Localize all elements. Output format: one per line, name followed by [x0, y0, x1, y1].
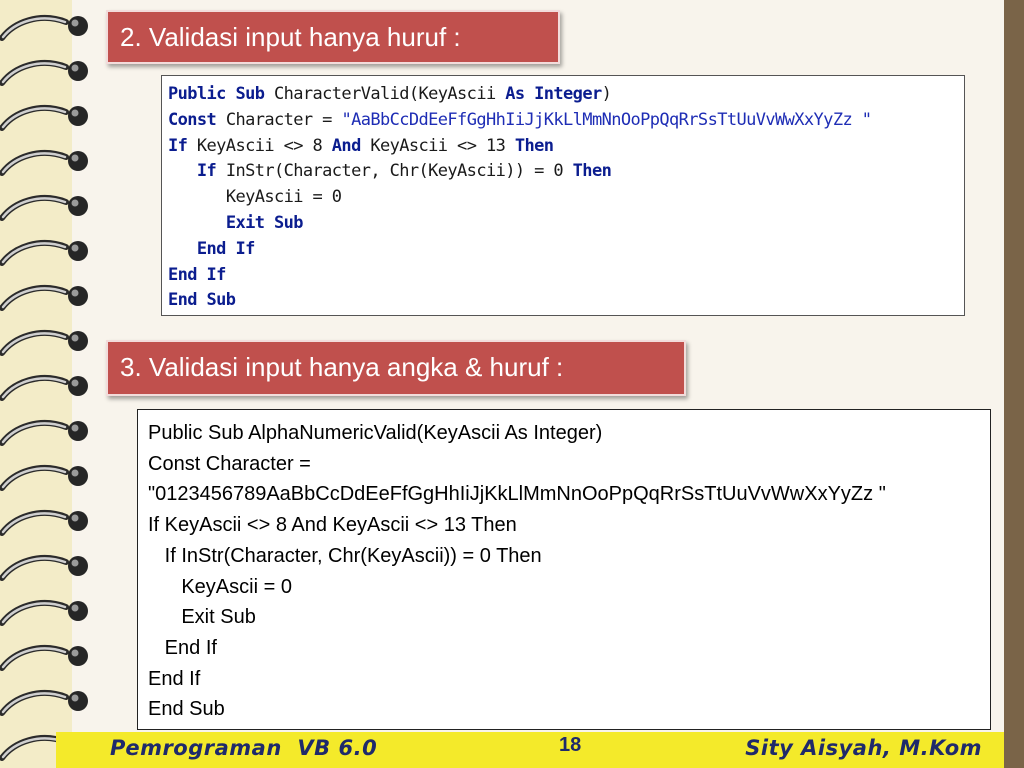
code-line: If InStr(Character, Chr(KeyAscii)) = 0 T…	[168, 159, 964, 185]
heading-validasi-huruf: 2. Validasi input hanya huruf :	[106, 10, 560, 64]
spiral-ring-icon	[0, 105, 88, 131]
code-keyword: If	[196, 161, 226, 182]
code-line: Const Character = "AaBbCcDdEeFfGgHhIiJjK…	[168, 108, 964, 134]
code-keyword: Const	[168, 109, 226, 130]
code-line: End Sub	[168, 288, 964, 314]
code-keyword: Public Sub	[168, 84, 274, 104]
code-line: End If	[168, 237, 964, 263]
spiral-ring-icon	[0, 195, 88, 221]
code-text: KeyAscii = 0	[225, 187, 342, 208]
code-line: Exit Sub	[168, 211, 964, 237]
code-keyword: End If	[168, 264, 226, 285]
code-keyword: End If	[196, 238, 255, 259]
code-keyword: If	[168, 135, 197, 156]
spiral-ring-icon	[0, 510, 88, 536]
code-text-line: End Sub	[148, 698, 225, 721]
code-line: End If	[168, 263, 964, 289]
spiral-ring-icon	[0, 375, 88, 401]
spiral-ring-icon	[0, 555, 88, 581]
spiral-ring-icon	[0, 465, 88, 491]
left-binding-strip	[0, 0, 72, 768]
code-keyword: End Sub	[168, 290, 236, 311]
code-box-alphanumeric-valid: Public Sub AlphaNumericValid(KeyAscii As…	[137, 409, 991, 730]
code-text-line: End If	[148, 667, 201, 690]
code-text: Character =	[225, 109, 342, 130]
code-text-line: Exit Sub	[148, 606, 256, 629]
code-text: KeyAscii <> 8	[196, 135, 332, 156]
code-text: KeyAscii <> 13	[370, 135, 515, 156]
code-keyword: And	[331, 135, 371, 156]
spiral-ring-icon	[0, 420, 88, 446]
code-line: KeyAscii = 0	[168, 185, 964, 211]
code-keyword: Exit Sub	[225, 212, 304, 233]
code-text-line: KeyAscii = 0	[148, 575, 292, 598]
code-text-line: If KeyAscii <> 8 And KeyAscii <> 13 Then	[148, 514, 517, 537]
page-number: 18	[559, 734, 582, 756]
code-text-line: Public Sub AlphaNumericValid(KeyAscii As…	[148, 422, 603, 444]
code-text-line: End If	[148, 636, 217, 659]
spiral-ring-icon	[0, 60, 88, 86]
code-keyword: Then	[514, 135, 554, 156]
code-screenshot-character-valid: Public Sub CharacterValid(KeyAscii As In…	[161, 75, 965, 316]
code-line: Public Sub CharacterValid(KeyAscii As In…	[168, 82, 964, 108]
code-text: InStr(Character, Chr(KeyAscii)) = 0	[225, 161, 573, 182]
spiral-ring-icon	[0, 330, 88, 356]
code-text-line: Const Character =	[148, 452, 311, 475]
spiral-ring-icon	[0, 240, 88, 266]
code-keyword: As Integer	[505, 84, 602, 104]
code-text-line: "0123456789AaBbCcDdEeFfGgHhIiJjKkLlMmNnO…	[148, 483, 886, 506]
footer-band: Pemrograman VB 6.0 18 Sity Aisyah, M.Kom	[56, 732, 1004, 768]
spiral-binding	[0, 15, 88, 761]
code-keyword: Then	[572, 161, 612, 182]
spiral-ring-icon	[0, 645, 88, 671]
code-string: "AaBbCcDdEeFfGgHhIiJjKkLlMmNnOoPpQqRrSsT…	[341, 109, 872, 130]
spiral-ring-icon	[0, 15, 88, 41]
code-line: If KeyAscii <> 8 And KeyAscii <> 13 Then	[168, 134, 964, 160]
footer-author: Sity Aisyah, M.Kom	[745, 736, 982, 760]
code-text: CharacterValid(KeyAscii	[273, 84, 506, 104]
code-text: )	[601, 84, 612, 104]
code-text-line: If InStr(Character, Chr(KeyAscii)) = 0 T…	[148, 544, 542, 567]
spiral-ring-icon	[0, 285, 88, 311]
heading-validasi-angka-huruf: 3. Validasi input hanya angka & huruf :	[106, 340, 686, 396]
footer-course-title: Pemrograman VB 6.0	[110, 736, 378, 760]
spiral-ring-icon	[0, 150, 88, 176]
spiral-ring-icon	[0, 690, 88, 716]
spiral-ring-icon	[0, 600, 88, 626]
